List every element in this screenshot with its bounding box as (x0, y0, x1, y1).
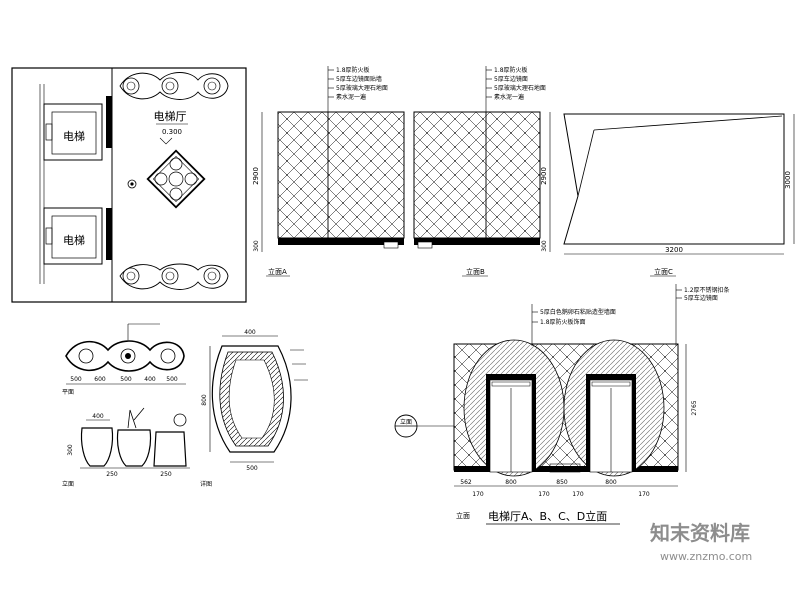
elev-d-bottom-dim-1: 562 (460, 479, 472, 486)
elev-b-note-3: 5厚玻璃大理石地面 (494, 84, 546, 92)
vase-detail: 400 800 500 详图 (200, 329, 308, 488)
vase-caption: 详图 (200, 480, 212, 488)
elev-b-dim-height: 2900 (540, 167, 548, 185)
elev-d-note-right-2: 5厚车边镜面 (684, 294, 718, 302)
planter-elev-dim-3: 250 (106, 471, 118, 478)
elevation-d: 5厚白色鹅卵石粘贴造型墙面 1.8厚防火板饰面 1.2厚不锈钢扣条 5厚车边镜面… (394, 284, 730, 525)
elev-c-dim-height: 3000 (784, 171, 792, 189)
elev-b-note-4: 素水泥一遍 (494, 93, 524, 101)
elev-a-note-4: 素水泥一遍 (336, 93, 366, 101)
elev-d-dim-height: 2765 (691, 400, 698, 415)
elev-a-note-3: 5厚玻璃大理石地面 (336, 84, 388, 92)
planter-dim-4: 400 (144, 376, 156, 383)
plan-outer-wall (11, 67, 247, 303)
elev-a-note-1: 1.8厚防火板 (336, 66, 370, 74)
section-mark-label: 立面 (400, 418, 412, 426)
floor-medallion (146, 149, 206, 209)
elev-a-note-2: 5厚车边镜面贴墙 (336, 75, 382, 83)
planter-dim-1: 500 (70, 376, 82, 383)
elev-d-note-left-1: 5厚白色鹅卵石粘贴造型墙面 (540, 308, 616, 316)
level-mark: 0.300 (162, 128, 182, 136)
watermark-url: www.znzmo.com (660, 550, 752, 563)
planter-plan-caption: 平面 (62, 389, 74, 396)
elev-d-bottom-dim-6: 170 (572, 491, 584, 498)
planter-elev-dim-2: 300 (67, 444, 74, 456)
planter-elev-dim-1: 400 (92, 413, 104, 420)
ceiling-light-icon (127, 179, 137, 189)
elev-d-bottom-dim-2: 170 (472, 491, 484, 498)
elev-b-note-1: 1.8厚防火板 (494, 66, 528, 74)
watermark: 知末资料库 www.znzmo.com (650, 521, 752, 563)
planter-elevation: 400 300 250 250 立面 (62, 407, 190, 488)
planter-plan: 500 600 500 400 500 平面 (62, 323, 186, 396)
planter-dim-5: 500 (166, 376, 178, 383)
elevation-a: 2900 300 1.8厚防火板 5厚车边镜面贴墙 5厚玻璃大理石地面 素水泥一… (252, 66, 405, 277)
vase-dim-top: 400 (244, 329, 256, 336)
elev-d-bottom-dim-4: 170 (538, 491, 550, 498)
planter-dim-2: 600 (94, 376, 106, 383)
elev-a-dim-height: 2900 (252, 167, 260, 185)
plan-planter-top (119, 72, 229, 100)
elev-d-bottom-dim-5: 850 (556, 479, 568, 486)
planter-elev-caption: 立面 (62, 480, 74, 488)
elev-c-caption: 立面C (654, 267, 673, 276)
elev-d-note-left-2: 1.8厚防火板饰面 (540, 318, 586, 326)
elev-d-bottom-dim-3: 800 (505, 479, 517, 486)
elevation-b: 2900 300 1.8厚防火板 5厚车边镜面 5厚玻璃大理石地面 素水泥一遍 … (413, 66, 551, 277)
hall-label: 电梯厅 (154, 110, 187, 123)
elevator-label-2: 电梯 (63, 234, 85, 247)
planter-dim-3: 500 (120, 376, 132, 383)
elevator-label-1: 电梯 (63, 130, 85, 143)
elev-d-bottom-dim-8: 170 (638, 491, 650, 498)
elev-d-bottom-dim-7: 800 (605, 479, 617, 486)
elev-b-note-2: 5厚车边镜面 (494, 75, 528, 83)
elevation-c: 3000 3200 立面C (563, 113, 795, 277)
elev-c-dim-width: 3200 (665, 246, 683, 254)
plan-planter-bottom (119, 263, 229, 290)
elev-d-caption: 电梯厅A、B、C、D立面 (488, 509, 607, 523)
elev-b-dim-base: 300 (541, 240, 548, 252)
watermark-title: 知末资料库 (650, 521, 750, 545)
floor-plan: 电梯 电梯 电梯厅 0.300 (11, 67, 247, 303)
elev-d-tag: 立面 (456, 511, 470, 520)
elev-d-note-right-1: 1.2厚不锈钢扣条 (684, 286, 730, 294)
elev-b-caption: 立面B (466, 267, 485, 276)
planter-elev-dim-4: 250 (160, 471, 172, 478)
vase-dim-height: 800 (201, 394, 208, 406)
vase-dim-bottom: 500 (246, 465, 258, 472)
elev-a-caption: 立面A (268, 267, 287, 276)
elev-a-dim-base: 300 (253, 240, 260, 252)
